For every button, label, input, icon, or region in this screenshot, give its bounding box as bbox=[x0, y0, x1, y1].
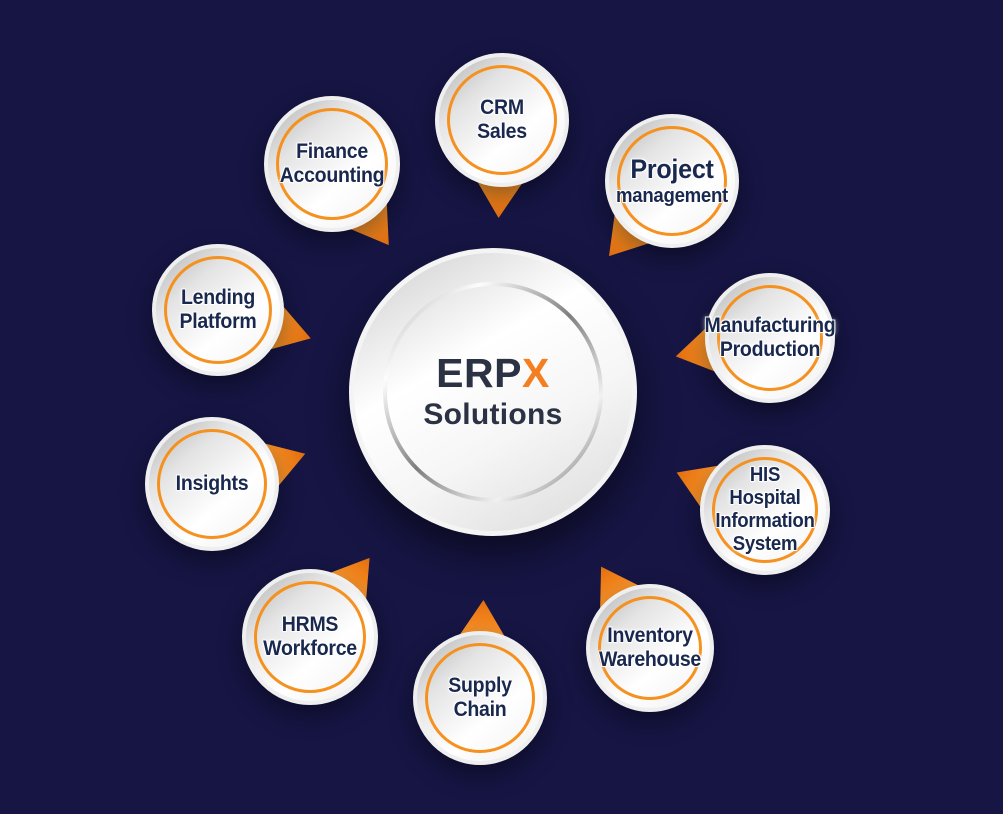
label-line: HIS bbox=[749, 464, 781, 486]
node-label: Manufacturing Production bbox=[705, 273, 836, 403]
label-line: Chain bbox=[453, 698, 507, 721]
label-line: System bbox=[732, 533, 798, 555]
label-line: CRM bbox=[480, 95, 524, 119]
label-line: Information bbox=[715, 510, 815, 532]
hub-node-erpx-solutions: ERPX Solutions bbox=[349, 248, 637, 536]
node-label: Supply Chain bbox=[418, 631, 543, 765]
label-line: Supply bbox=[448, 673, 512, 697]
hub-subtitle: Solutions bbox=[423, 398, 563, 432]
node-orange-ring bbox=[157, 429, 267, 539]
label-line: Insights bbox=[175, 471, 249, 495]
label-line: Accounting bbox=[279, 164, 385, 187]
node-label: Lending Platform bbox=[157, 244, 280, 376]
node-orange-ring bbox=[598, 596, 702, 700]
node-label: Insights bbox=[150, 417, 275, 551]
node-label: HRMS Workforce bbox=[247, 569, 373, 705]
node-orange-ring bbox=[276, 108, 388, 220]
node-orange-ring bbox=[447, 65, 557, 175]
hub-brand-accent-text: X bbox=[521, 349, 550, 396]
node-manufacturing-production: Manufacturing Production bbox=[705, 273, 836, 403]
node-label: Finance Accounting bbox=[269, 96, 395, 232]
hub-brand-text: ERP bbox=[436, 349, 522, 396]
node-crm-sales: CRM Sales bbox=[435, 53, 569, 187]
hub-title: ERPX bbox=[436, 349, 550, 396]
label-line: Platform bbox=[179, 310, 257, 333]
label-line: Lending bbox=[181, 285, 255, 309]
node-label: HIS Hospital Information System bbox=[705, 445, 826, 575]
label-line: management bbox=[616, 185, 728, 208]
label-line: HRMS bbox=[281, 612, 339, 636]
label-line: Project bbox=[630, 153, 714, 184]
node-inventory-warehouse: Inventory Warehouse bbox=[586, 584, 714, 712]
label-line: Manufacturing bbox=[704, 313, 836, 337]
label-line: Workforce bbox=[263, 637, 357, 660]
label-line: Inventory bbox=[607, 623, 693, 647]
node-orange-ring bbox=[425, 643, 535, 753]
node-supply-chain: Supply Chain bbox=[413, 631, 547, 765]
node-his-hospital-information-system: HIS Hospital Information System bbox=[700, 445, 830, 575]
node-lending-platform: Lending Platform bbox=[152, 244, 284, 376]
node-orange-ring bbox=[617, 126, 727, 236]
label-line: Hospital bbox=[729, 487, 801, 509]
node-insights: Insights bbox=[145, 417, 279, 551]
node-label: Project management bbox=[610, 114, 735, 248]
node-orange-ring bbox=[712, 457, 818, 563]
node-finance-accounting: Finance Accounting bbox=[264, 96, 400, 232]
hub-metallic-ring bbox=[382, 281, 604, 503]
node-hrms-workforce: HRMS Workforce bbox=[242, 569, 378, 705]
label-line: Warehouse bbox=[598, 648, 702, 671]
hub-label: ERPX Solutions bbox=[349, 248, 637, 536]
node-orange-ring bbox=[717, 285, 823, 391]
node-label: CRM Sales bbox=[440, 53, 565, 187]
node-project-management: Project management bbox=[605, 114, 739, 248]
label-line: Finance bbox=[296, 139, 368, 163]
label-line: Sales bbox=[477, 120, 527, 143]
node-orange-ring bbox=[254, 581, 366, 693]
label-line: Production bbox=[719, 338, 821, 361]
node-orange-ring bbox=[164, 256, 272, 364]
hub-circle bbox=[349, 248, 637, 536]
node-label: Inventory Warehouse bbox=[590, 584, 709, 712]
